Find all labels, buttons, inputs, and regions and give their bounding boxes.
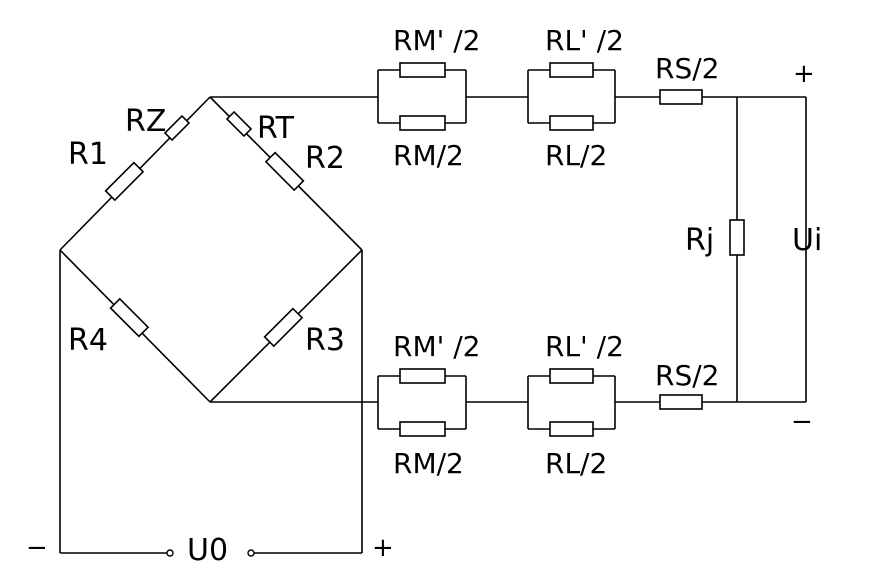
label-ui: Ui [792,223,822,258]
resistor-rz [163,114,191,142]
label-rt: RT [257,111,295,146]
resistor-rl-top [549,115,594,131]
label-r2: R2 [305,141,345,176]
label-rm-prime-top: RM' /2 [393,24,480,57]
resistor-r4 [109,297,150,338]
label-rm-bottom: RM/2 [393,447,464,480]
resistor-rl-prime-top [549,62,594,78]
ui-plus-sign: + [793,59,815,89]
label-rm-prime-bottom: RM' /2 [393,330,480,363]
resistor-rs-bottom [659,394,703,410]
label-rl-top: RL/2 [545,139,607,172]
uo-minus-sign: − [26,533,48,563]
label-rz: RZ [125,104,166,139]
uo-terminal-right [247,549,255,557]
resistor-rl-prime-bottom [549,368,594,384]
resistor-rm-prime-bottom [399,368,446,384]
uo-plus-sign: + [372,533,394,563]
label-rs-bottom: RS/2 [655,359,719,392]
bottom-lead-wires [210,375,806,430]
resistor-rm-prime-top [399,62,446,78]
resistor-r1 [104,161,145,202]
ui-minus-sign: − [791,407,813,437]
top-lead-wires [210,69,806,124]
uo-terminal-left [166,549,174,557]
resistor-r2 [264,151,305,192]
resistor-rl-bottom [549,421,594,437]
label-rl-prime-bottom: RL' /2 [545,330,624,363]
resistor-rt [225,110,253,138]
resistor-r3 [263,307,304,348]
label-uo: U0 [187,533,228,568]
label-r3: R3 [305,323,345,358]
label-rj: Rj [685,223,714,258]
label-rm-top: RM/2 [393,139,464,172]
resistor-rj [729,219,745,256]
label-r4: R4 [68,323,108,358]
resistor-rm-bottom [399,421,446,437]
label-rl-bottom: RL/2 [545,447,607,480]
label-rl-prime-top: RL' /2 [545,24,624,57]
right-side-wires [736,97,807,402]
resistor-rm-top [399,115,446,131]
resistor-rs-top [659,89,703,105]
label-rs-top: RS/2 [655,52,719,85]
label-r1: R1 [68,137,108,172]
